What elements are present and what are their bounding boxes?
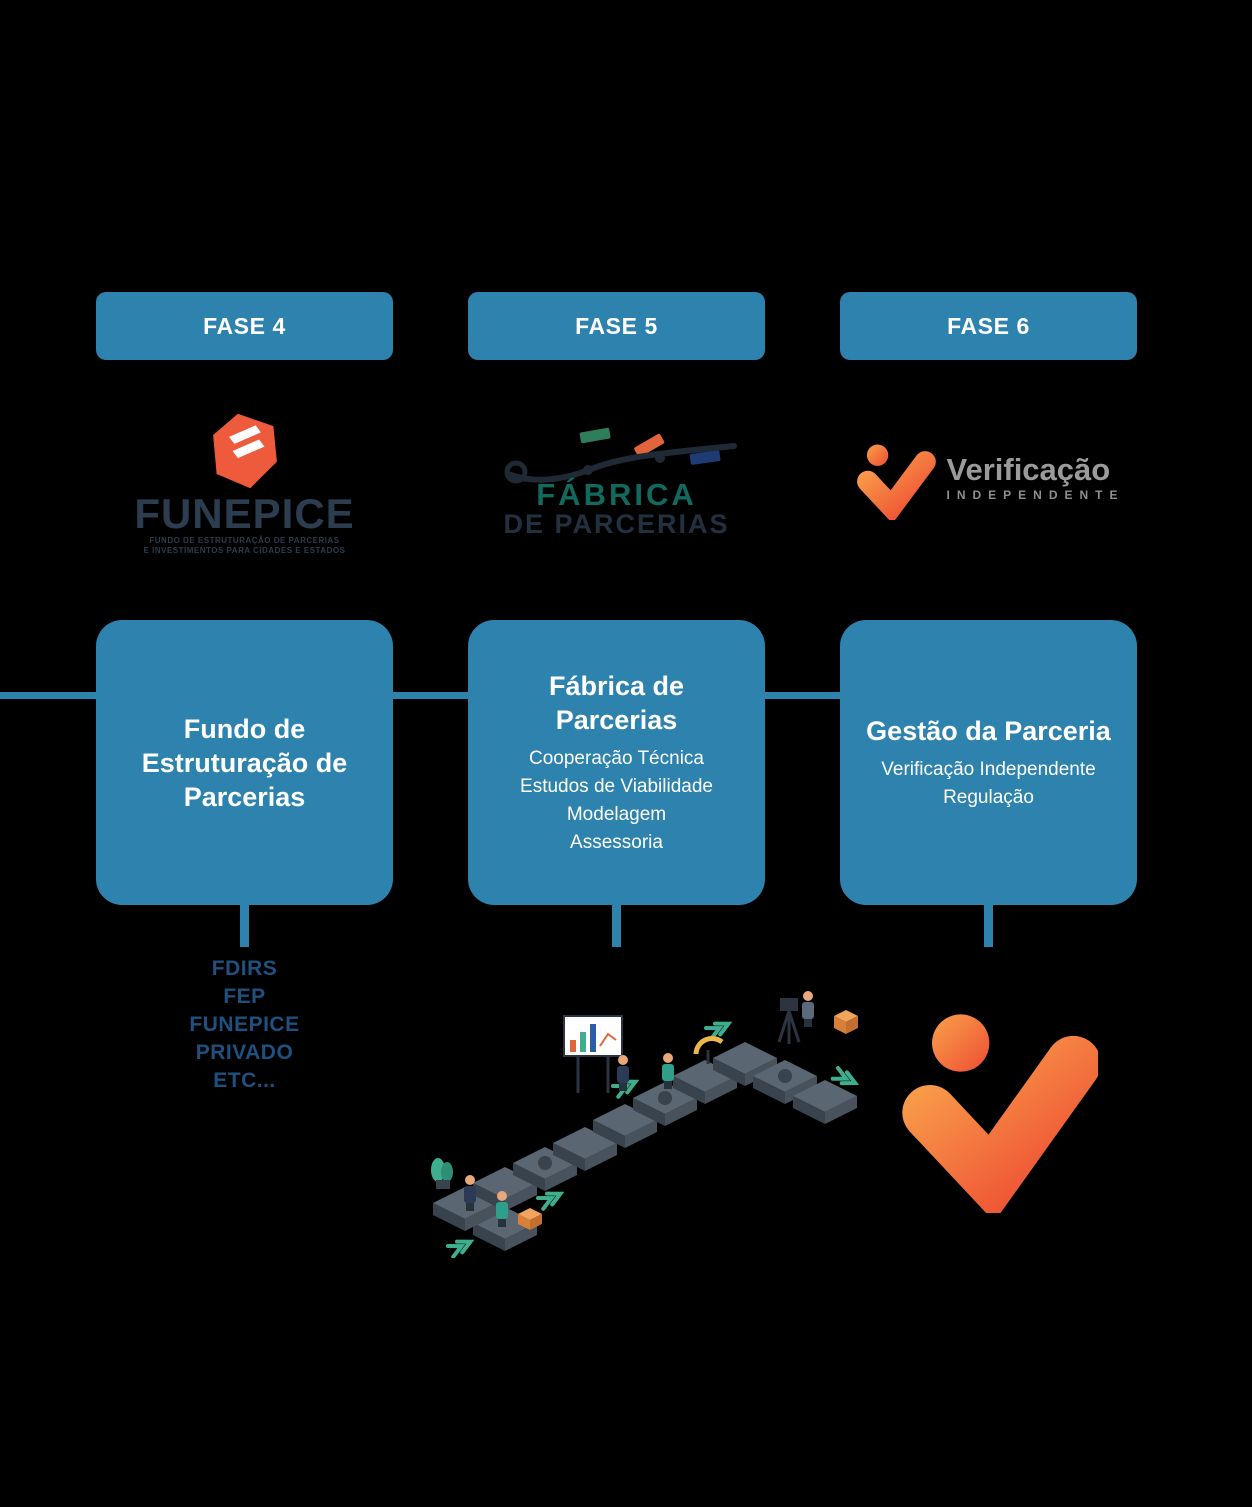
person [662, 1053, 674, 1089]
funepice-logo: FUNEPICE FUNDO DE ESTRUTURAÇÃO DE PARCER… [96, 412, 393, 556]
phase-label: FASE 4 [203, 312, 286, 339]
funding-source-item: PRIVADO [195, 1041, 294, 1064]
card-item: Regulação [943, 786, 1034, 808]
verificacao-wordmark-line1: Verificação [946, 452, 1111, 487]
phase-pill-fase-5: FASE 5 [468, 292, 765, 360]
verificacao-wordmark: Verificação INDEPENDENTE [946, 454, 1124, 504]
funepice-tagline-line1: FUNDO DE ESTRUTURAÇÃO DE PARCERIAS [149, 536, 340, 545]
funding-source-item: FEP [223, 985, 266, 1008]
card-item: Cooperação Técnica [529, 747, 704, 769]
plant-prop [431, 1158, 453, 1189]
card-gestao-parceria: Gestão da Parceria Verificação Independe… [840, 620, 1137, 905]
crates-prop [518, 1010, 858, 1230]
connector-stub-3 [984, 905, 993, 947]
person [496, 1191, 508, 1227]
card-fundo-estruturacao: Fundo de Estruturação de Parcerias [96, 620, 393, 905]
funepice-wordmark: FUNEPICE [134, 490, 355, 537]
funding-source-item: FDIRS [211, 957, 278, 980]
people [464, 991, 814, 1227]
verificacao-mark-large [893, 998, 1101, 1222]
conveyor-illustration [418, 958, 878, 1263]
person [617, 1055, 629, 1091]
fabrica-wordmark-line2: DE PARCERIAS [503, 509, 730, 539]
dish-prop [693, 1036, 724, 1064]
connector-stub-1 [240, 905, 249, 947]
camera-tripod-prop [777, 998, 801, 1044]
fabrica-wordmark-line1: FÁBRICA [536, 477, 697, 512]
card-title: Fábrica de Parcerias [548, 670, 685, 735]
funding-source-item: FUNEPICE [189, 1013, 300, 1036]
fabrica-logo: FÁBRICA DE PARCERIAS [468, 422, 765, 538]
card-item: Estudos de Viabilidade [520, 775, 713, 797]
verificacao-wordmark-line2: INDEPENDENTE [946, 488, 1125, 502]
card-item: Assessoria [570, 831, 663, 853]
phase-label: FASE 6 [947, 312, 1030, 339]
person [802, 991, 814, 1027]
card-fabrica-parcerias: Fábrica de Parcerias Cooperação Técnica … [468, 620, 765, 905]
chart-board [563, 1015, 623, 1093]
card-item: Verificação Independente [881, 758, 1096, 780]
funepice-tagline-line2: E INVESTIMENTOS PARA CIDADES E ESTADOS [143, 546, 346, 555]
conveyor-icon [504, 427, 737, 484]
phase-label: FASE 5 [575, 312, 658, 339]
phase-pill-fase-6: FASE 6 [840, 292, 1137, 360]
belt-tiles [433, 1042, 857, 1251]
funepice-icon [212, 413, 277, 489]
card-title: Fundo de Estruturação de Parcerias [141, 713, 348, 812]
person [464, 1175, 476, 1211]
card-item: Modelagem [566, 803, 667, 825]
verificacao-logo: Verificação INDEPENDENTE [840, 438, 1137, 520]
card-title: Gestão da Parceria [866, 715, 1111, 746]
connector-stub-2 [612, 905, 621, 947]
phase-pill-fase-4: FASE 4 [96, 292, 393, 360]
check-icon-large [902, 1014, 1101, 1222]
funding-source-item: ETC... [213, 1069, 276, 1092]
connector-line [0, 692, 846, 699]
funding-sources-list: FDIRS FEP FUNEPICE PRIVADO ETC... [96, 955, 393, 1095]
check-icon [857, 444, 937, 520]
